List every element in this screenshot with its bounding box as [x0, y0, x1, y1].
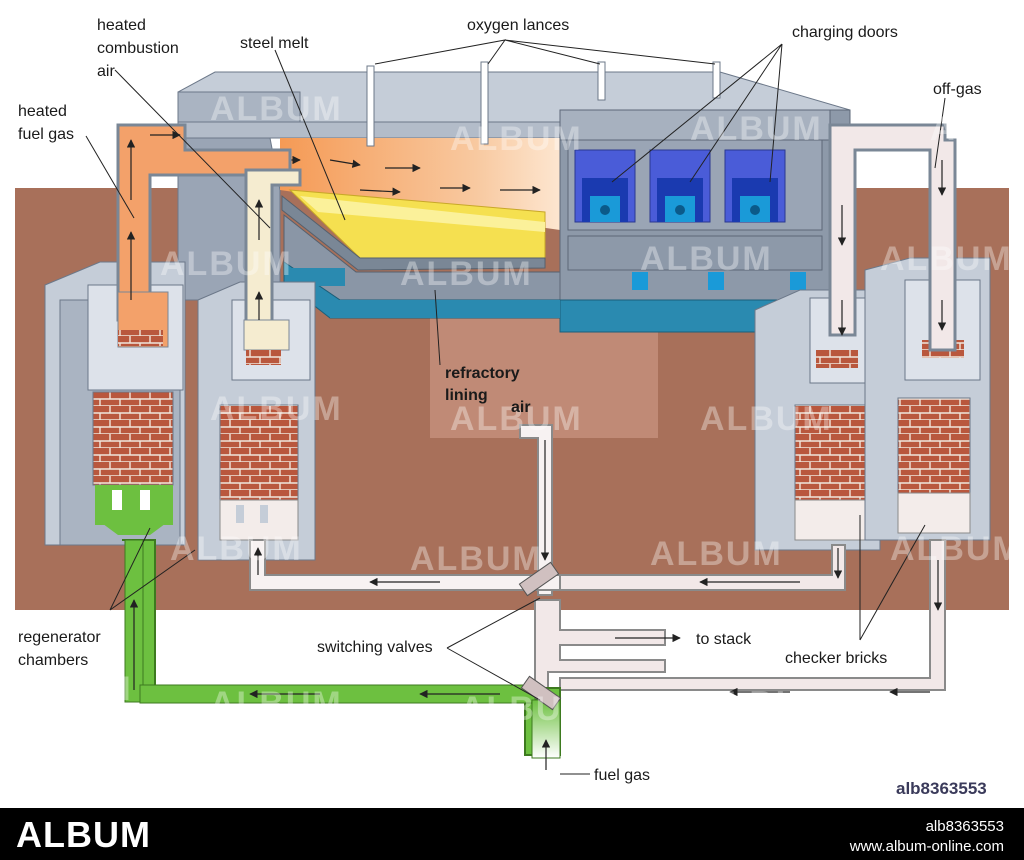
- labels: heated combustion air heated fuel gas st…: [18, 17, 987, 798]
- leader-lines: [85, 39, 946, 701]
- label-switching-valves: switching valves: [317, 639, 433, 656]
- right-regenerator-2: [864, 257, 991, 541]
- label-refractory-lining-2: lining: [445, 387, 488, 404]
- svg-text:ALBUM: ALBUM: [650, 0, 783, 28]
- right-air-duct: [559, 544, 846, 591]
- svg-text:ALBUM: ALBUM: [890, 530, 1023, 568]
- ground-pit: [430, 312, 658, 438]
- svg-text:ALBUM: ALBUM: [880, 240, 1013, 278]
- label-off-gas: off-gas: [933, 81, 982, 98]
- charging-door-2: [649, 149, 711, 223]
- label-oxygen-lances: oxygen lances: [467, 17, 569, 34]
- right-gas-duct: [559, 539, 946, 691]
- oxygen-lances: [366, 61, 721, 147]
- svg-text:ALBUM: ALBUM: [160, 0, 293, 36]
- svg-text:ALBUM: ALBUM: [210, 390, 343, 428]
- image-id-label: alb8363553: [896, 779, 987, 798]
- label-refractory-lining-1: refractory: [445, 365, 520, 382]
- refractory-lining-shape: [281, 194, 546, 271]
- charging-door-3: [724, 149, 786, 223]
- switching-valve-upper: [518, 561, 560, 597]
- label-steel-melt: steel melt: [240, 35, 309, 52]
- svg-text:ALBUM: ALBUM: [450, 400, 583, 438]
- open-hearth-furnace-diagram: ALBUM ALBUM ALBUM ALBUM ALBUM ALBUM ALBU…: [0, 0, 1024, 798]
- footer-bar: ALBUM alb8363553 www.album-online.com: [0, 808, 1024, 860]
- svg-text:ALBUM: ALBUM: [700, 400, 833, 438]
- label-heated-fuel-gas-1: heated: [18, 103, 67, 120]
- label-heated-combustion-air-1: heated: [97, 17, 146, 34]
- svg-text:ALBUM: ALBUM: [460, 690, 593, 728]
- label-regenerator-chambers-1: regenerator: [18, 629, 101, 646]
- label-checker-bricks: checker bricks: [785, 650, 887, 667]
- svg-text:ALBUM: ALBUM: [640, 240, 773, 278]
- label-air: air: [511, 399, 531, 416]
- svg-text:ALBUM: ALBUM: [0, 670, 133, 708]
- watermarks: ALBUM ALBUM ALBUM ALBUM ALBUM ALBUM ALBU…: [0, 0, 1024, 728]
- label-heated-combustion-air-3: air: [97, 63, 115, 80]
- album-logo[interactable]: ALBUM: [16, 814, 151, 855]
- svg-text:ALBUM: ALBUM: [410, 0, 543, 28]
- svg-text:ALBUM: ALBUM: [930, 110, 1024, 148]
- label-charging-doors: charging doors: [792, 24, 898, 41]
- charging-door-1: [574, 149, 636, 223]
- footer-image-id: alb8363553: [925, 818, 1004, 835]
- svg-text:ALBUM: ALBUM: [170, 530, 303, 568]
- svg-text:ALBUM: ALBUM: [700, 685, 833, 723]
- right-regenerator-1: [754, 289, 881, 551]
- label-fuel-gas: fuel gas: [594, 767, 650, 784]
- svg-text:ALBUM: ALBUM: [210, 90, 343, 128]
- svg-text:ALBUM: ALBUM: [650, 535, 783, 573]
- label-regenerator-chambers-2: chambers: [18, 652, 88, 669]
- label-heated-combustion-air-2: combustion: [97, 40, 179, 57]
- furnace: [177, 61, 851, 333]
- svg-text:ALBUM: ALBUM: [690, 110, 823, 148]
- svg-text:ALBUM: ALBUM: [450, 120, 583, 158]
- label-to-stack: to stack: [696, 631, 752, 648]
- svg-text:ALBUM: ALBUM: [400, 255, 533, 293]
- label-heated-fuel-gas-2: fuel gas: [18, 126, 74, 143]
- svg-text:ALBUM: ALBUM: [160, 245, 293, 283]
- svg-text:ALBUM: ALBUM: [410, 540, 543, 578]
- svg-text:ALBUM: ALBUM: [210, 685, 343, 723]
- footer-url-link[interactable]: www.album-online.com: [849, 838, 1004, 855]
